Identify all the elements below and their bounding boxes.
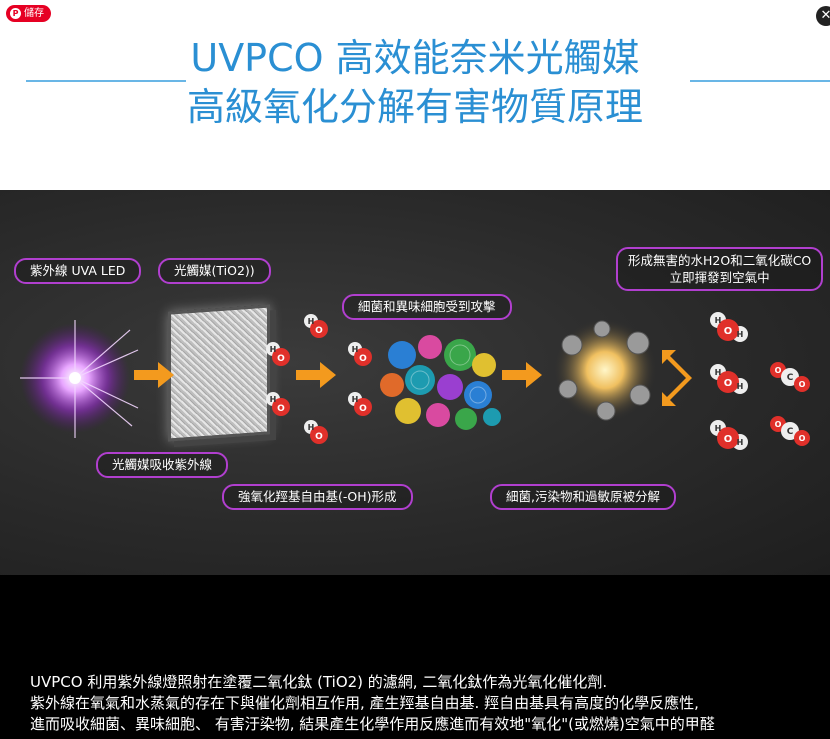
- hydroxyl-molecule-icon: HO: [266, 342, 290, 366]
- svg-text:O: O: [724, 378, 733, 389]
- bacteria-cluster-icon: [380, 335, 501, 430]
- description-line-3: 進而吸收細菌、異味細胞、 有害汙染物, 結果產生化學作用反應進而有效地"氧化"(…: [30, 715, 715, 733]
- label-absorb-uv: 光觸媒吸收紫外線: [96, 452, 229, 478]
- hydroxyl-molecule-icon: HO: [348, 392, 372, 416]
- hydroxyl-molecule-icon: HO: [266, 392, 290, 416]
- co2-molecule-icon: OCO: [770, 416, 810, 446]
- label-bacteria-attack: 細菌和異味細胞受到攻擊: [342, 294, 512, 320]
- label-result: 形成無害的水H2O和二氧化碳CO 立即揮發到空氣中: [616, 247, 824, 291]
- svg-text:H: H: [737, 438, 744, 447]
- description-text: UVPCO 利用紫外線燈照射在塗覆二氧化鈦 (TiO2) 的濾網, 二氧化鈦作為…: [30, 672, 830, 735]
- svg-text:H: H: [715, 316, 722, 325]
- split-arrow-icon: [662, 350, 692, 406]
- svg-text:O: O: [359, 404, 367, 414]
- svg-text:H: H: [308, 317, 315, 326]
- decomposition-burst-icon: [553, 318, 657, 422]
- title-rule-left: [26, 80, 186, 82]
- label-result-line-2: 立即揮發到空氣中: [669, 270, 770, 285]
- description-line-1: UVPCO 利用紫外線燈照射在塗覆二氧化鈦 (TiO2) 的濾網, 二氧化鈦作為…: [30, 673, 608, 691]
- svg-text:O: O: [315, 432, 323, 442]
- svg-text:H: H: [715, 368, 722, 377]
- title-rule-right: [690, 80, 830, 82]
- svg-text:H: H: [715, 424, 722, 433]
- co2-molecule-icon: OCO: [770, 362, 810, 392]
- arrow-right-icon: [502, 362, 542, 388]
- svg-text:O: O: [799, 434, 806, 443]
- arrow-right-icon: [296, 362, 336, 388]
- svg-text:H: H: [737, 382, 744, 391]
- arrow-right-icon: [134, 362, 174, 388]
- svg-text:O: O: [724, 326, 733, 337]
- hydroxyl-molecule-icon: HO: [304, 314, 328, 338]
- svg-text:H: H: [270, 345, 277, 354]
- svg-text:O: O: [277, 404, 285, 414]
- save-button[interactable]: P 儲存: [6, 5, 51, 22]
- page-title: UVPCO 高效能奈米光觸媒 高級氧化分解有害物質原理: [0, 34, 830, 132]
- svg-text:O: O: [799, 380, 806, 389]
- svg-text:H: H: [270, 395, 277, 404]
- label-decompose: 細菌,污染物和過敏原被分解: [490, 484, 676, 510]
- title-line-2: 高級氧化分解有害物質原理: [186, 85, 643, 129]
- svg-text:O: O: [277, 354, 285, 364]
- svg-text:C: C: [787, 373, 794, 383]
- svg-text:C: C: [787, 427, 794, 437]
- label-uva-led: 紫外線 UVA LED: [14, 258, 142, 284]
- title-line-1: UVPCO 高效能奈米光觸媒: [190, 36, 640, 80]
- svg-text:O: O: [359, 354, 367, 364]
- description-line-2: 紫外線在氧氣和水蒸氣的存在下與催化劑相互作用, 產生羥基自由基. 羥自由基具有高…: [30, 694, 699, 712]
- uv-light-flare-icon: [20, 320, 139, 438]
- label-oh-radical: 強氧化羥基自由基(-OH)形成: [222, 484, 413, 510]
- svg-text:O: O: [775, 366, 782, 375]
- svg-text:O: O: [724, 434, 733, 445]
- hydroxyl-molecule-icon: HO: [348, 342, 372, 366]
- svg-text:O: O: [775, 420, 782, 429]
- svg-text:O: O: [315, 326, 323, 336]
- label-result-line-1: 形成無害的水H2O和二氧化碳CO: [628, 253, 812, 268]
- close-icon[interactable]: ✕: [816, 6, 830, 26]
- save-label: 儲存: [24, 8, 44, 19]
- svg-text:H: H: [737, 330, 744, 339]
- svg-text:H: H: [352, 345, 359, 354]
- pinterest-icon: P: [10, 8, 21, 19]
- label-photocatalyst: 光觸媒(TiO2)): [158, 258, 271, 284]
- description-panel: [0, 575, 830, 739]
- tio2-filter-panel: [168, 304, 270, 442]
- svg-text:H: H: [352, 395, 359, 404]
- hydroxyl-molecule-icon: HO: [304, 420, 328, 444]
- svg-text:H: H: [308, 423, 315, 432]
